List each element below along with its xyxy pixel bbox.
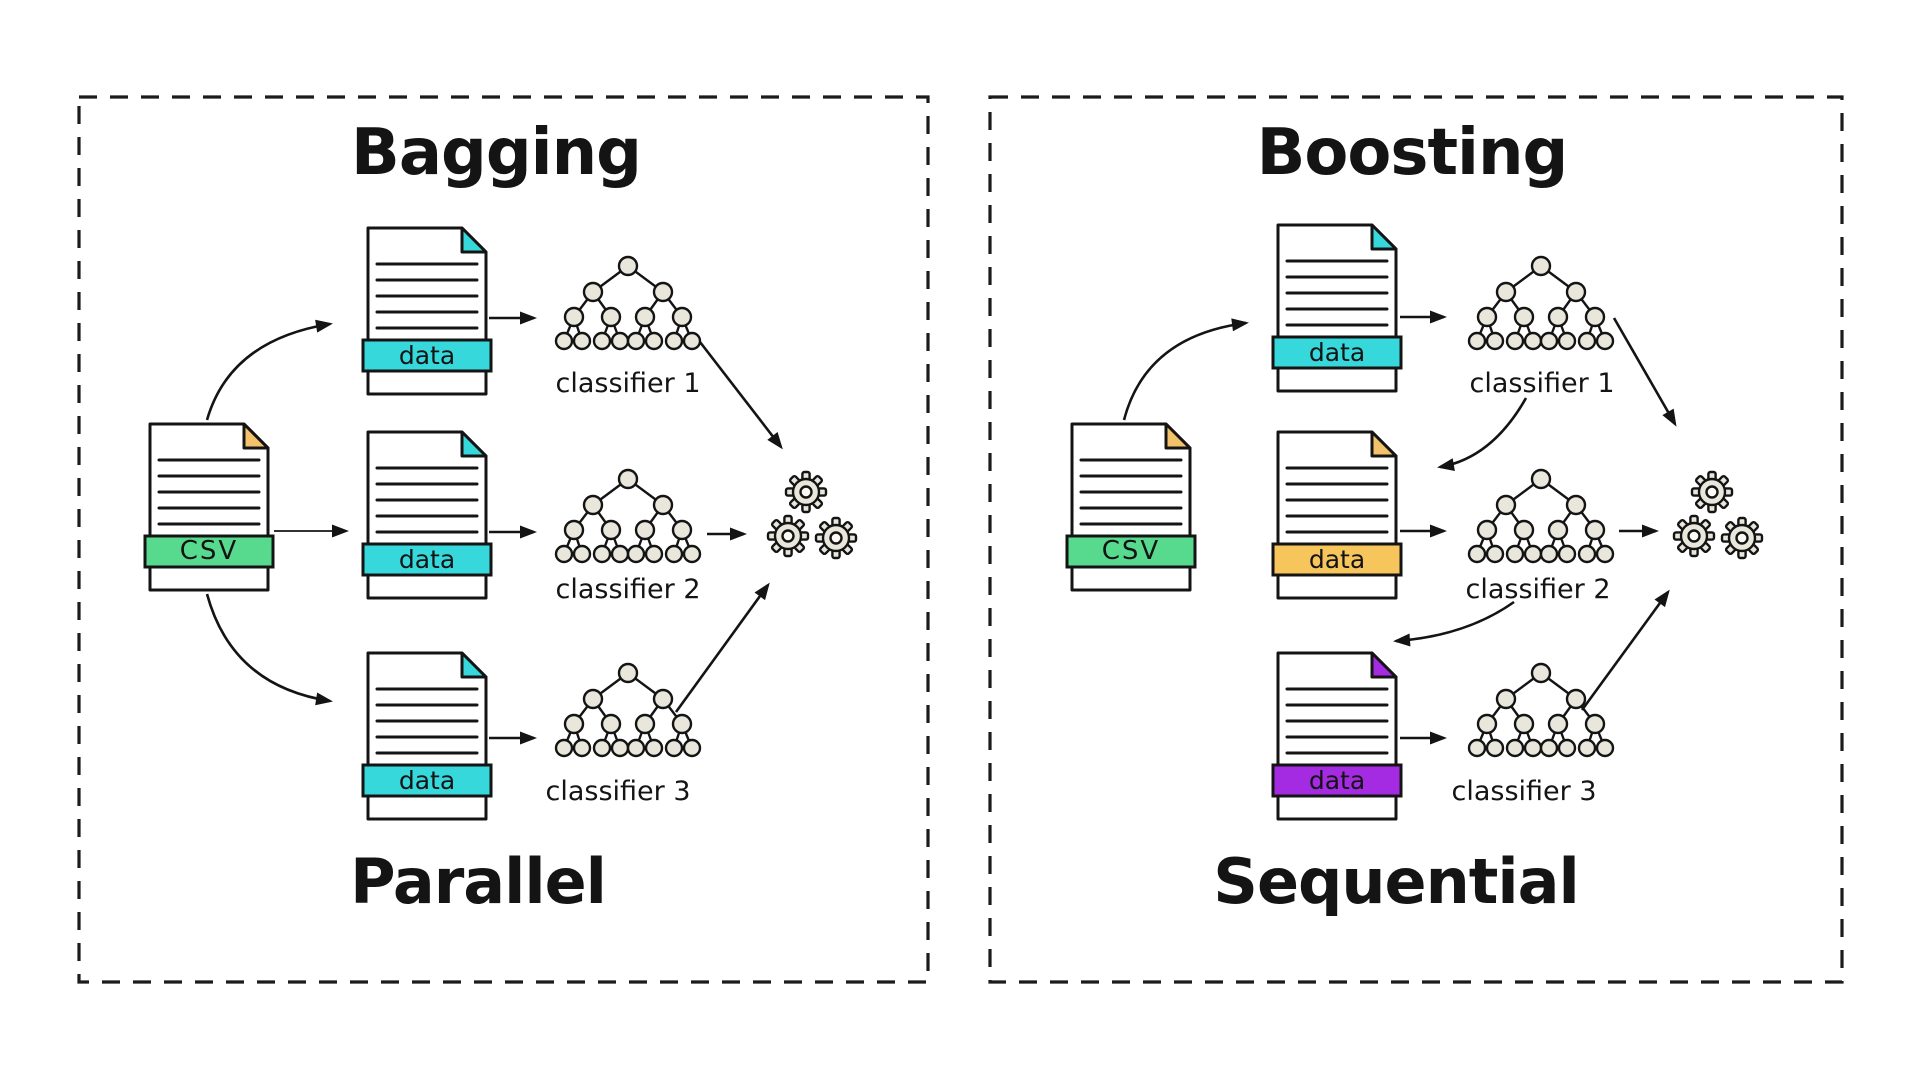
csv-doc-right	[1065, 422, 1197, 592]
arrow-tree1-to-gears-right	[1612, 317, 1677, 427]
fold-corner	[242, 422, 270, 450]
classifier-3-label-right: classifier 3	[1451, 776, 1597, 807]
fold-corner	[460, 651, 488, 679]
bagging-arrows	[205, 311, 783, 745]
bagging-title: Bagging	[351, 116, 642, 190]
data-ribbon	[361, 338, 493, 373]
data-ribbon-label: data	[398, 545, 456, 574]
gears-cluster-left	[766, 470, 858, 560]
arrow-classifier2-to-data3-right	[1393, 600, 1515, 647]
parallel-label: Parallel	[350, 845, 607, 918]
gears-cluster-right	[1672, 470, 1764, 560]
csv-ribbon-label: CSV	[179, 536, 239, 566]
fold-corner	[1370, 651, 1398, 679]
tree-classifier-1-right	[1467, 255, 1615, 351]
data-ribbon	[1271, 335, 1403, 370]
data-ribbon	[361, 763, 493, 798]
gear-icon	[814, 516, 858, 560]
gear-icon	[1672, 514, 1716, 558]
fold-corner	[1164, 422, 1192, 450]
gear-icon	[1720, 516, 1764, 560]
data-doc-2-right	[1271, 430, 1403, 600]
csv-ribbon-label: CSV	[1101, 536, 1161, 566]
tree-classifier-1-left	[554, 255, 702, 351]
sequential-label: Sequential	[1213, 845, 1579, 918]
data-ribbon-label: data	[398, 766, 456, 795]
classifier-1-label-left: classifier 1	[555, 368, 701, 399]
fold-corner	[460, 226, 488, 254]
data-ribbon-label: data	[398, 341, 456, 370]
boosting-title: Boosting	[1256, 116, 1569, 190]
arrow-csv-to-data3-left	[205, 593, 333, 706]
arrow-classifier1-to-data2-right	[1437, 397, 1528, 472]
classifier-3-label-left: classifier 3	[545, 776, 691, 807]
data-ribbon-label: data	[1308, 545, 1366, 574]
data-doc-3-left	[361, 651, 493, 821]
csv-doc-left	[143, 422, 275, 592]
classifier-2-label-left: classifier 2	[555, 574, 701, 605]
data-ribbon-label: data	[1308, 338, 1366, 367]
data-doc-1-left	[361, 226, 493, 396]
data-ribbon-label: data	[1308, 766, 1366, 795]
data-ribbon	[1271, 542, 1403, 577]
arrow-tree3-to-gears-left	[674, 582, 770, 713]
gear-icon	[766, 514, 810, 558]
data-doc-2-left	[361, 430, 493, 600]
fold-corner	[1370, 223, 1398, 251]
data-ribbon	[1271, 763, 1403, 798]
data-ribbon	[361, 542, 493, 577]
tree-classifier-2-left	[554, 468, 702, 564]
arrow-csv-to-data1-right	[1122, 318, 1249, 421]
tree-classifier-2-right	[1467, 468, 1615, 564]
fold-corner	[1370, 430, 1398, 458]
fold-corner	[460, 430, 488, 458]
arrow-tree1-to-gears-left	[698, 341, 783, 450]
classifier-1-label-right: classifier 1	[1469, 368, 1615, 399]
boosting-arrows	[1122, 310, 1677, 745]
gear-icon	[1690, 470, 1734, 514]
arrow-csv-to-data1-left	[205, 319, 333, 421]
gear-icon	[784, 470, 828, 514]
classifier-2-label-right: classifier 2	[1465, 574, 1611, 605]
csv-ribbon	[143, 534, 275, 569]
arrow-tree3-to-gears-right	[1580, 589, 1670, 711]
csv-ribbon	[1065, 534, 1197, 569]
tree-classifier-3-right	[1467, 662, 1615, 758]
data-doc-3-right	[1271, 651, 1403, 821]
data-doc-1-right	[1271, 223, 1403, 393]
